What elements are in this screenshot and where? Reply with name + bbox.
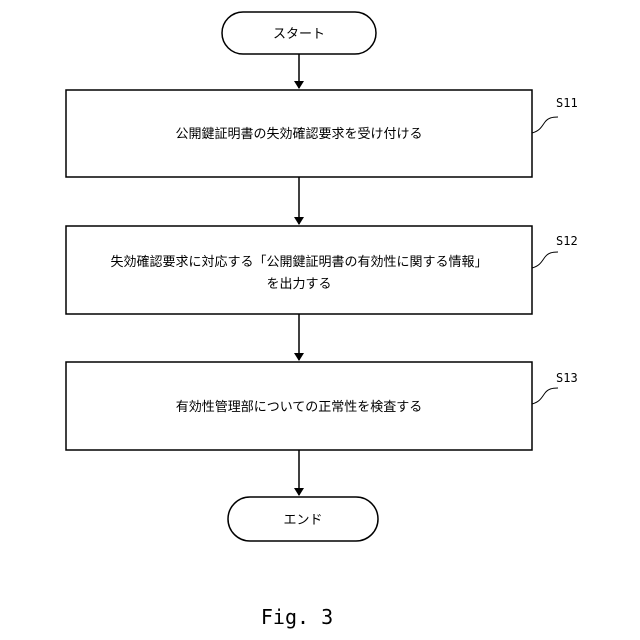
step-s13-leader bbox=[532, 388, 558, 404]
start-label: スタート bbox=[273, 27, 325, 42]
end-label: エンド bbox=[283, 513, 322, 528]
step-s12-text-line2: を出力する bbox=[266, 277, 331, 292]
step-s12-box bbox=[66, 226, 532, 314]
step-s12-leader bbox=[532, 252, 558, 268]
step-s13-id: S13 bbox=[556, 371, 578, 385]
step-s11-id: S11 bbox=[556, 96, 578, 110]
step-s11-leader bbox=[532, 117, 558, 133]
figure-caption: Fig. 3 bbox=[261, 605, 333, 629]
step-s13-text: 有効性管理部についての正常性を検査する bbox=[176, 400, 423, 415]
step-s12-text-line1: 失効確認要求に対応する「公開鍵証明書の有効性に関する情報」 bbox=[110, 254, 487, 270]
step-s12-id: S12 bbox=[556, 234, 578, 248]
step-s11-text: 公開鍵証明書の失効確認要求を受け付ける bbox=[175, 126, 422, 142]
